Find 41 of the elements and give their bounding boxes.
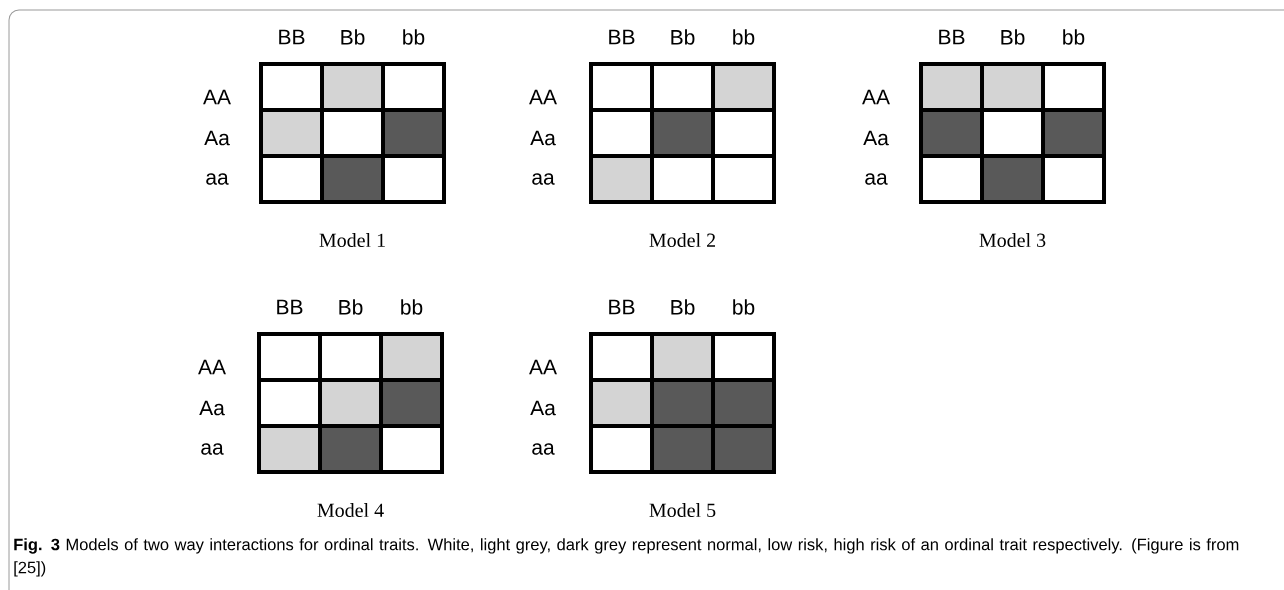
figure-caption: Fig. 3 Models of two way interactions for ordinal traits. White, light grey, dark grey represent normal, low risk, high risk of an ordinal trait respectively. (Figure is from [25]) — [14, 538, 1239, 577]
genotype-grid — [919, 62, 1106, 204]
row-label: AA — [203, 89, 231, 105]
model-caption: Model 1 — [319, 232, 385, 248]
row-label: AA — [198, 359, 226, 375]
row-label: Aa — [530, 400, 556, 416]
genotype-grid — [259, 62, 446, 204]
row-label: AA — [529, 359, 557, 375]
column-label: Bb — [671, 29, 695, 45]
row-label: Aa — [199, 400, 225, 416]
model-caption: Model 4 — [317, 502, 384, 518]
row-label: Aa — [204, 130, 230, 146]
column-label: bb — [1063, 29, 1085, 45]
column-label: Bb — [339, 299, 363, 315]
row-label: aa — [201, 443, 224, 455]
column-label: bb — [403, 29, 425, 45]
column-label: BB — [609, 299, 635, 315]
row-label: AA — [529, 89, 557, 105]
row-label: aa — [865, 173, 888, 185]
row-label: AA — [862, 89, 890, 105]
genotype-grid — [589, 62, 776, 204]
column-label: Bb — [671, 299, 695, 315]
row-label: aa — [532, 173, 555, 185]
column-label: bb — [401, 299, 423, 315]
genotype-grid — [589, 332, 776, 474]
row-label: Aa — [530, 130, 556, 146]
row-label: Aa — [863, 130, 889, 146]
genotype-grid — [257, 332, 444, 474]
row-label: aa — [532, 443, 555, 455]
column-label: Bb — [341, 29, 365, 45]
model-caption: Model 5 — [649, 502, 716, 518]
row-label: aa — [206, 173, 229, 185]
column-label: BB — [609, 29, 635, 45]
column-label: BB — [939, 29, 965, 45]
column-label: bb — [733, 29, 755, 45]
model-caption: Model 3 — [979, 232, 1046, 248]
model-caption: Model 2 — [649, 232, 715, 248]
column-label: BB — [277, 299, 303, 315]
column-label: bb — [733, 299, 755, 315]
column-label: BB — [279, 29, 305, 45]
column-label: Bb — [1001, 29, 1025, 45]
